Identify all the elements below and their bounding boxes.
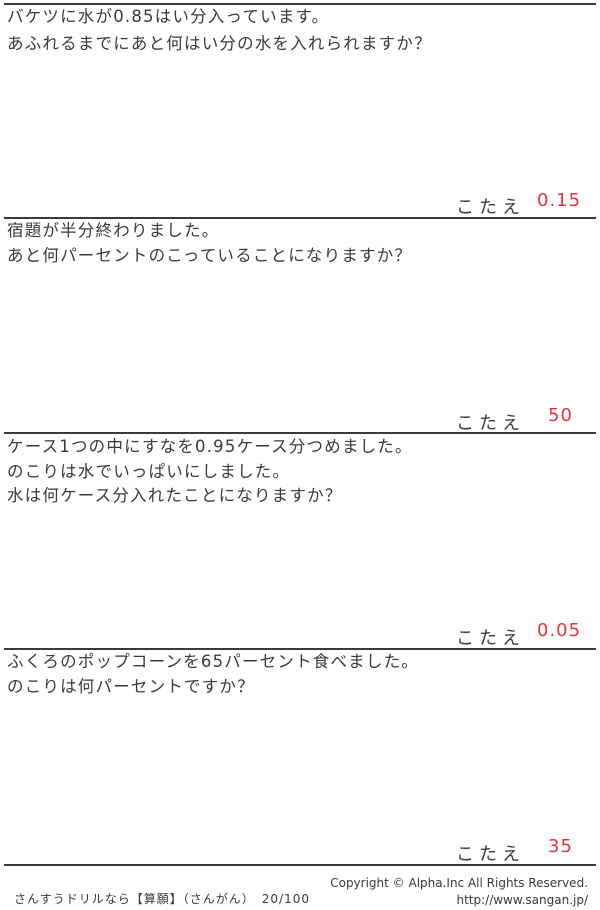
question-line: あと何パーセントのこっていることになりますか？: [7, 246, 413, 265]
bottom-divider: [4, 864, 596, 866]
site-url[interactable]: http://www.sangan.jp/: [456, 893, 588, 907]
copyright-text: Copyright © Alpha.Inc All Rights Reserve…: [330, 876, 588, 890]
question-line: バケツに水が0.85はい分入っています。: [7, 7, 330, 26]
top-divider: [4, 3, 596, 5]
answer-value: 0.15: [537, 190, 582, 211]
question-line: 宿題が半分終わりました。: [7, 221, 220, 240]
question-line: のこりは何パーセントですか？: [7, 677, 255, 696]
divider: [4, 648, 596, 650]
divider: [4, 432, 596, 434]
footer-credits: Copyright © Alpha.Inc All Rights Reserve…: [330, 875, 588, 909]
question-line: ケース1つの中にすなを0.95ケース分つめました。: [7, 437, 413, 456]
question-line: のこりは水でいっぱいにしました。: [7, 462, 291, 481]
answer-value: 50: [548, 405, 573, 426]
site-label: さんすうドリルなら【算願】（さんがん） 20/100: [14, 892, 310, 906]
answer-value: 35: [548, 836, 573, 857]
answer-label: こたえ: [456, 197, 525, 218]
answer-label: こたえ: [456, 844, 525, 865]
answer-label: こたえ: [456, 413, 525, 434]
divider: [4, 217, 596, 219]
question-line: ふくろのポップコーンを65パーセント食べました。: [7, 652, 419, 671]
question-line: あふれるまでにあと何はい分の水を入れられますか？: [7, 34, 432, 53]
question-line: 水は何ケース分入れたことになりますか？: [7, 486, 343, 505]
answer-label: こたえ: [456, 628, 525, 649]
answer-value: 0.05: [537, 620, 582, 641]
